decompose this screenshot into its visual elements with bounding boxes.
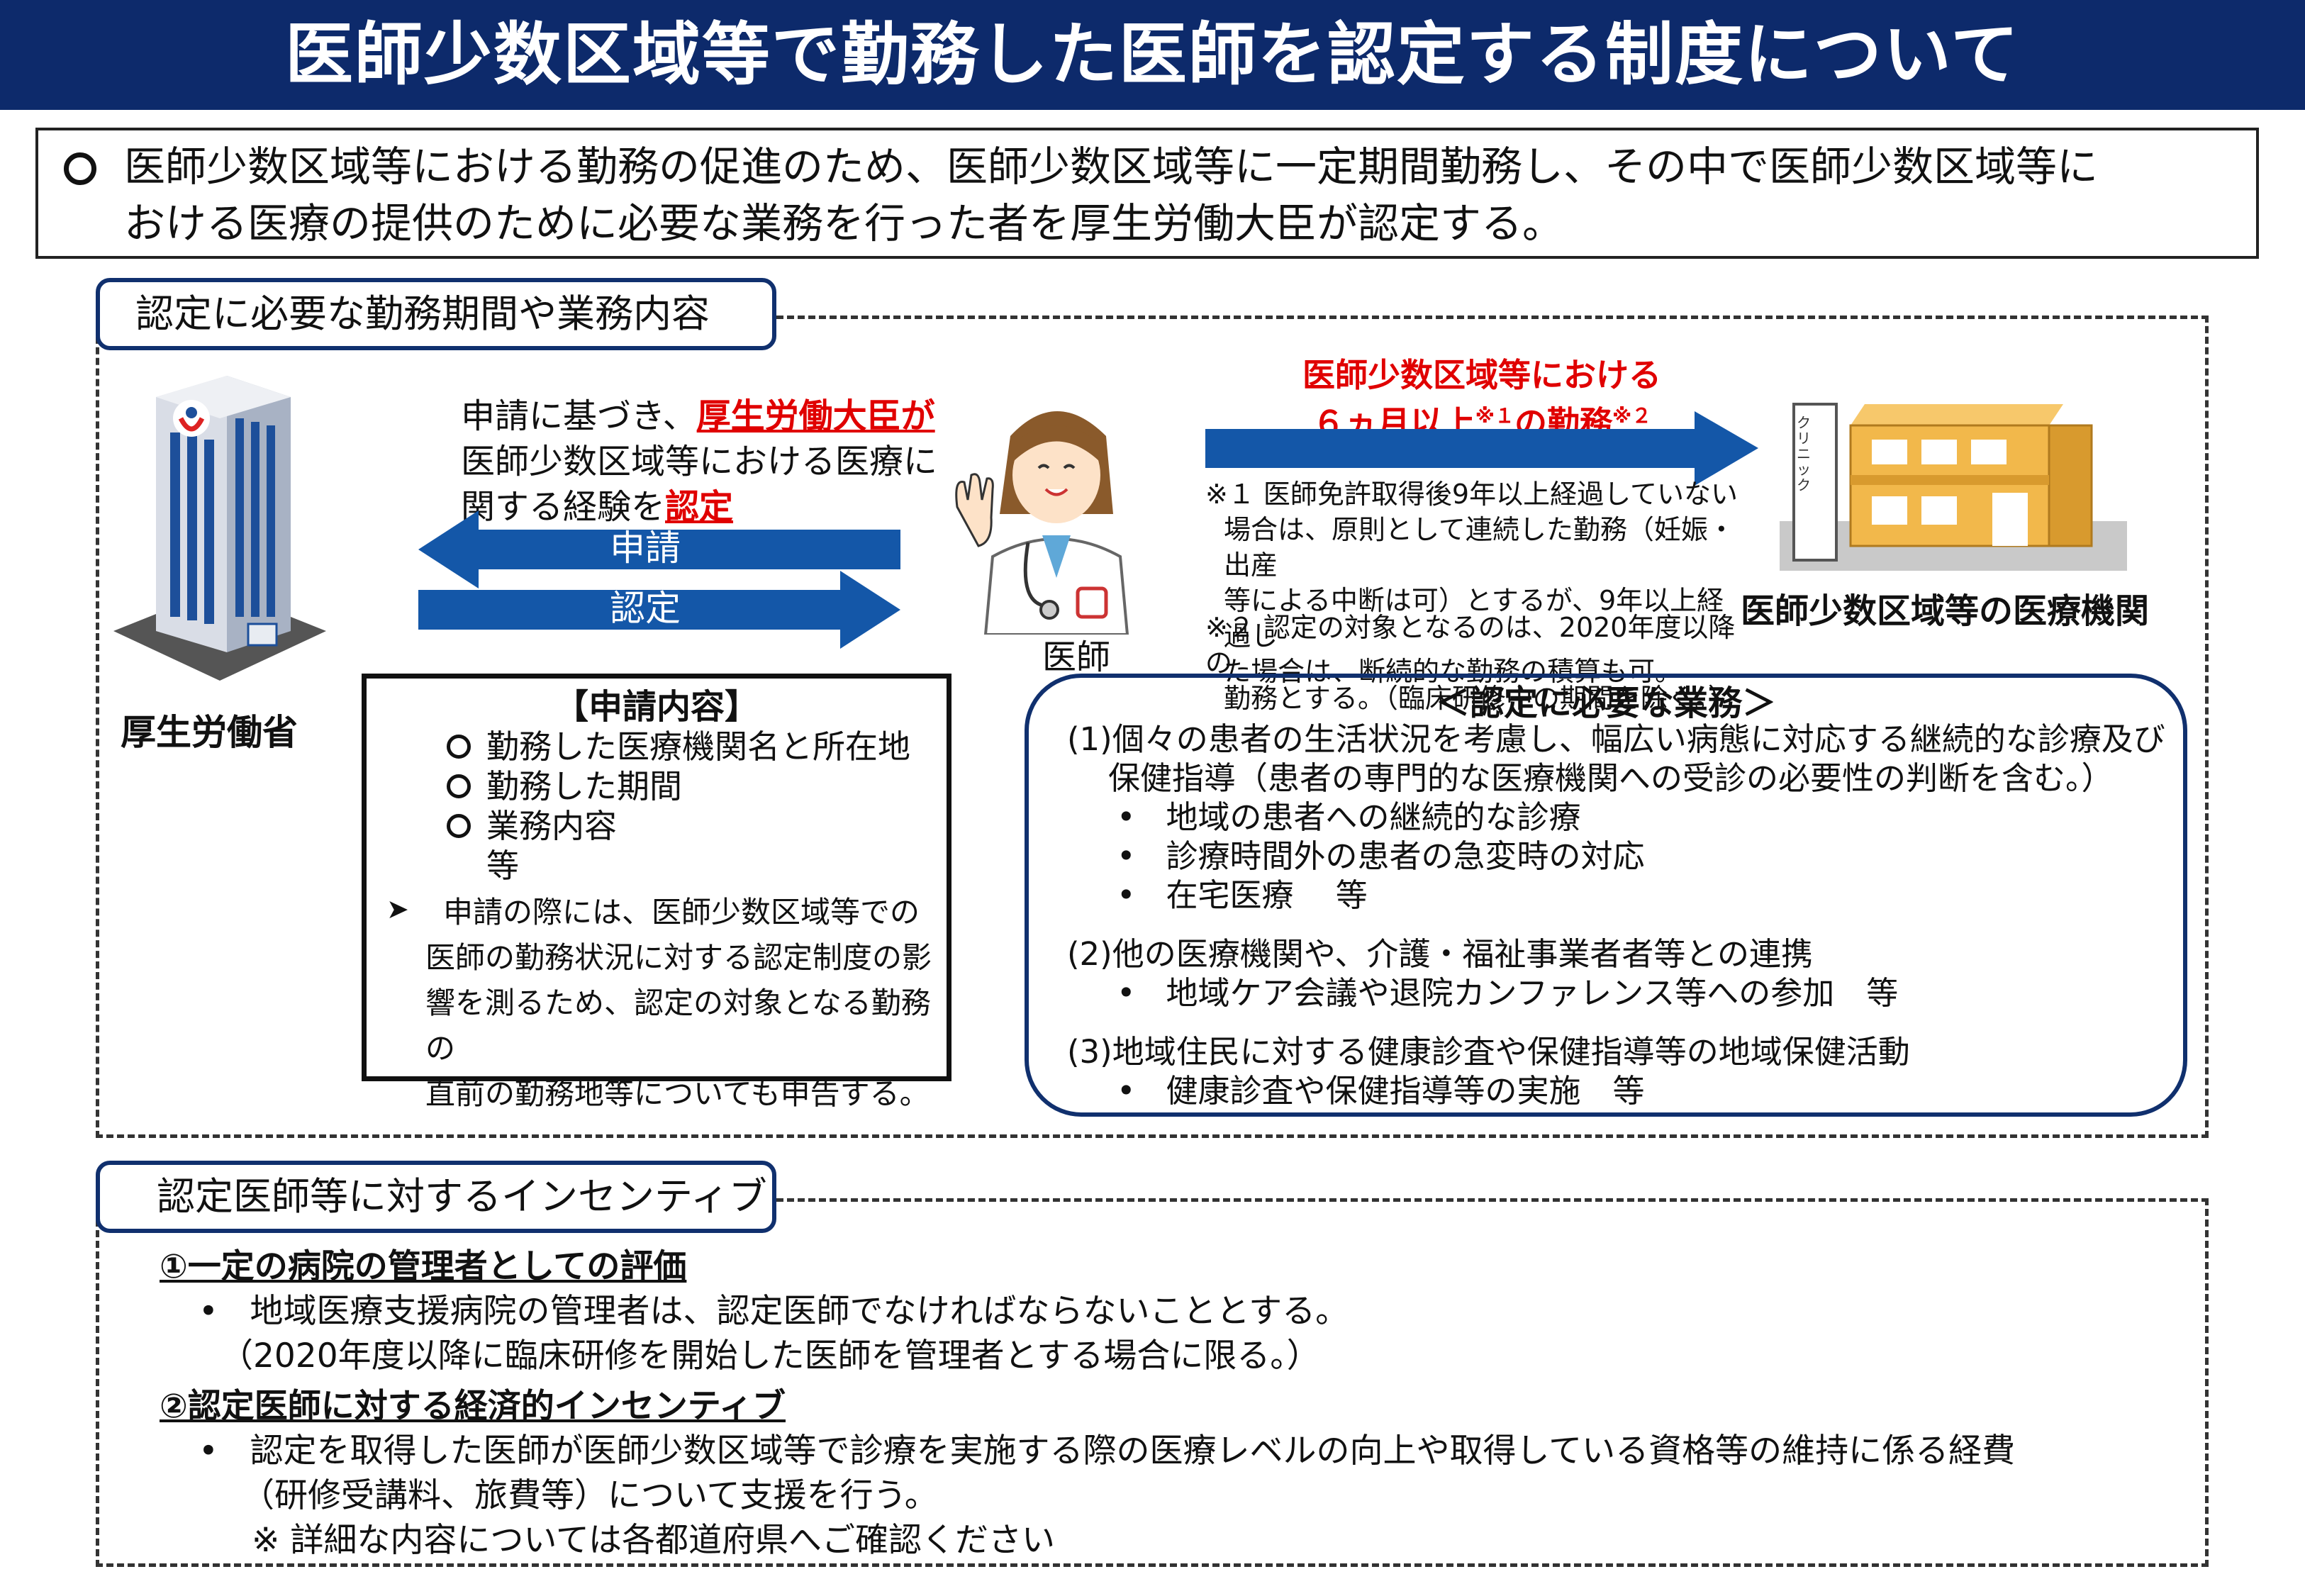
approval-text-line3: 関する経験を — [461, 487, 666, 527]
incentive-2-bullet: • 認定を取得した医師が医師少数区域等で診療を実施する際の医療レベルの向上や取得… — [199, 1432, 2016, 1471]
duty-item-1: (1)個々の患者の生活状況を考慮し、幅広い病態に対応する継続的な診療及び — [1067, 720, 2165, 758]
requirements-tab: 認定に必要な勤務期間や業務内容 — [96, 278, 776, 350]
application-box — [362, 674, 951, 1081]
arrowhead-bullet-icon: ➤ — [386, 893, 409, 925]
intro-box — [35, 128, 2259, 259]
duty-item-2-bullet: • 地域ケア会議や退院カンファレンス等への参加 等 — [1117, 974, 1899, 1012]
incentive-2-text: 認定を取得した医師が医師少数区域等で診療を実施する際の医療レベルの向上や取得して… — [250, 1432, 2016, 1471]
work-requirement-line1: 医師少数区域等における — [1302, 356, 1661, 394]
facility-label: 医師少数区域等の医療機関 — [1741, 591, 2150, 631]
incentive-1-text: 地域医療支援病院の管理者は、認定医師でなければならないこととする。 — [250, 1292, 1349, 1331]
approval-text: 申請に基づき、厚生労働大臣が 医師少数区域等における医療に 関する経験を認定 — [461, 394, 937, 530]
intro-line-2: おける医療の提供のために必要な業務を行った者を厚生労働大臣が認定する。 — [124, 199, 1564, 247]
note1-mark: ※１ — [1475, 404, 1514, 428]
title-bar — [0, 0, 2305, 110]
duty-bullet-text: 地域ケア会議や退院カンファレンス等への参加 等 — [1166, 974, 1899, 1012]
incentives-tab: 認定医師等に対するインセンティブ — [96, 1161, 776, 1233]
application-note-line: 直前の勤務地等についても申告する。 — [425, 1076, 930, 1111]
circle-bullet-icon — [447, 774, 471, 798]
incentive-1-sub: （2020年度以降に臨床研修を開始した医師を管理者とする場合に限る。） — [220, 1336, 1320, 1375]
duty-bullet-text: 在宅医療 等 — [1166, 876, 1368, 914]
ministry-building-icon — [113, 376, 326, 681]
application-item: 業務内容 — [447, 806, 910, 846]
incentives-tab-label: 認定医師等に対するインセンティブ — [157, 1174, 767, 1219]
incentives-content: ①一定の病院の管理者としての評価 • 地域医療支援病院の管理者は、認定医師でなけ… — [160, 1244, 2180, 1563]
application-items: 勤務した医療機関名と所在地 勤務した期間 業務内容 等 — [447, 727, 910, 886]
incentives-section — [96, 1198, 2209, 1567]
application-item-label: 勤務した期間 — [486, 767, 682, 805]
requirements-tab-label: 認定に必要な勤務期間や業務内容 — [135, 291, 710, 336]
incentive-heading-2: ②認定医師に対する経済的インセンティブ — [160, 1387, 786, 1426]
duties-box — [1025, 674, 2187, 1117]
duty-item-2: (2)他の医療機関や、介護・福祉事業者者等との連携 — [1067, 935, 1813, 973]
note2-line: ※２ 認定の対象となるのは、2020年度以降の — [1205, 612, 1736, 679]
incentive-2-note: ※ 詳細な内容については各都道府県へご確認ください — [252, 1521, 1055, 1560]
duty-bullet-text: 健康診査や保健指導等の実施 等 — [1166, 1072, 1645, 1110]
application-item: 勤務した医療機関名と所在地 — [447, 727, 910, 766]
work-arrow — [1205, 411, 1758, 486]
duty-item-3: (3)地域住民に対する健康診査や保健指導等の地域保健活動 — [1067, 1033, 1910, 1071]
application-note-line: 響を測るため、認定の対象となる勤務の — [425, 986, 931, 1066]
incentive-2-sub: （研修受講料、旅費等）について支援を行う。 — [241, 1476, 938, 1515]
application-note-line: 医師の勤務状況に対する認定制度の影 — [425, 940, 932, 975]
page-title: 医師少数区域等で勤務した医師を認定する制度について — [284, 15, 2021, 94]
duty-item-1-bullet: • 診療時間外の患者の急変時の対応 — [1117, 837, 1645, 875]
application-etc: 等 — [486, 847, 519, 885]
circle-bullet-icon — [447, 814, 471, 838]
note2: ※２ 認定の対象となるのは、2020年度以降の 勤務とする。（臨床研修中の期間を… — [1205, 610, 1744, 716]
note1-line: た場合は、断続的な勤務の積算も可。 — [1224, 656, 1682, 687]
note1-line: 等による中断は可）とするが、9年以上経過し — [1224, 585, 1724, 652]
duty-item-3-bullet: • 健康診査や保健指導等の実施 等 — [1117, 1072, 1645, 1110]
ministry-label: 厚生労働省 — [121, 712, 298, 753]
approval-key: 認定 — [665, 487, 734, 527]
note2-mark: ※２ — [1612, 404, 1652, 428]
application-item-label: 勤務した医療機関名と所在地 — [486, 727, 910, 766]
incentive-heading-1: ①一定の病院の管理者としての評価 — [160, 1247, 687, 1286]
note2-line: 勤務とする。（臨床研修中の期間を除く。） — [1224, 683, 1735, 714]
note1-line: 場合は、原則として連続した勤務（妊娠・出産 — [1224, 514, 1735, 581]
circle-bullet-icon — [447, 735, 471, 759]
duty-item-1-line2: 保健指導（患者の専門的な医療機関への受診の必要性の判断を含む。） — [1108, 759, 2114, 797]
approval-text-pre: 申請に基づき、 — [461, 396, 697, 436]
duty-bullet-text: 地域の患者への継続的な診療 — [1166, 798, 1581, 836]
doctor-label: 医師 — [1042, 637, 1111, 677]
incentive-1-bullet: • 地域医療支援病院の管理者は、認定医師でなければならないこととする。 — [199, 1292, 1349, 1331]
intro-text: 医師少数区域等における勤務の促進のため、医師少数区域等に一定期間勤務し、その中で… — [124, 138, 2244, 252]
intro-line-1: 医師少数区域等における勤務の促進のため、医師少数区域等に一定期間勤務し、その中で… — [124, 143, 2099, 191]
approval-minister: 厚生労働大臣が — [696, 396, 935, 436]
approval-text-line2: 医師少数区域等における医療に — [461, 442, 938, 481]
certify-arrow — [418, 571, 900, 649]
doctor-icon — [955, 411, 1129, 635]
duty-item-1-bullet: • 在宅医療 等 — [1117, 876, 1368, 914]
duty-item-1-bullet: • 地域の患者への継続的な診療 — [1117, 798, 1581, 836]
note1: ※１ 医師免許取得後9年以上経過していない 場合は、原則として連続した勤務（妊娠… — [1205, 476, 1744, 689]
duty-bullet-text: 診療時間外の患者の急変時の対応 — [1166, 837, 1645, 875]
application-heading: 【申請内容】 — [554, 687, 759, 727]
apply-arrow — [418, 510, 900, 588]
requirements-section — [96, 316, 2209, 1138]
clinic-building-icon — [1780, 403, 2127, 571]
application-note: 申請の際には、医師少数区域等での 医師の勤務状況に対する認定制度の影 響を測るた… — [425, 890, 936, 1117]
note1-line: ※１ 医師免許取得後9年以上経過していない — [1205, 479, 1738, 510]
certify-arrow-label: 認定 — [610, 588, 681, 629]
circle-bullet-icon — [64, 152, 96, 185]
apply-arrow-label: 申請 — [610, 528, 681, 569]
duties-content: (1)個々の患者の生活状況を考慮し、幅広い病態に対応する継続的な診療及び 保健指… — [1067, 720, 2173, 1110]
application-item-label: 業務内容 — [486, 807, 617, 845]
application-item: 勤務した期間 — [447, 766, 910, 806]
duties-heading: ＜認定に必要な業務＞ — [1435, 683, 1776, 723]
clinic-sign: クリニック — [1797, 414, 1811, 493]
application-note-line: 申請の際には、医師少数区域等での — [443, 895, 920, 930]
